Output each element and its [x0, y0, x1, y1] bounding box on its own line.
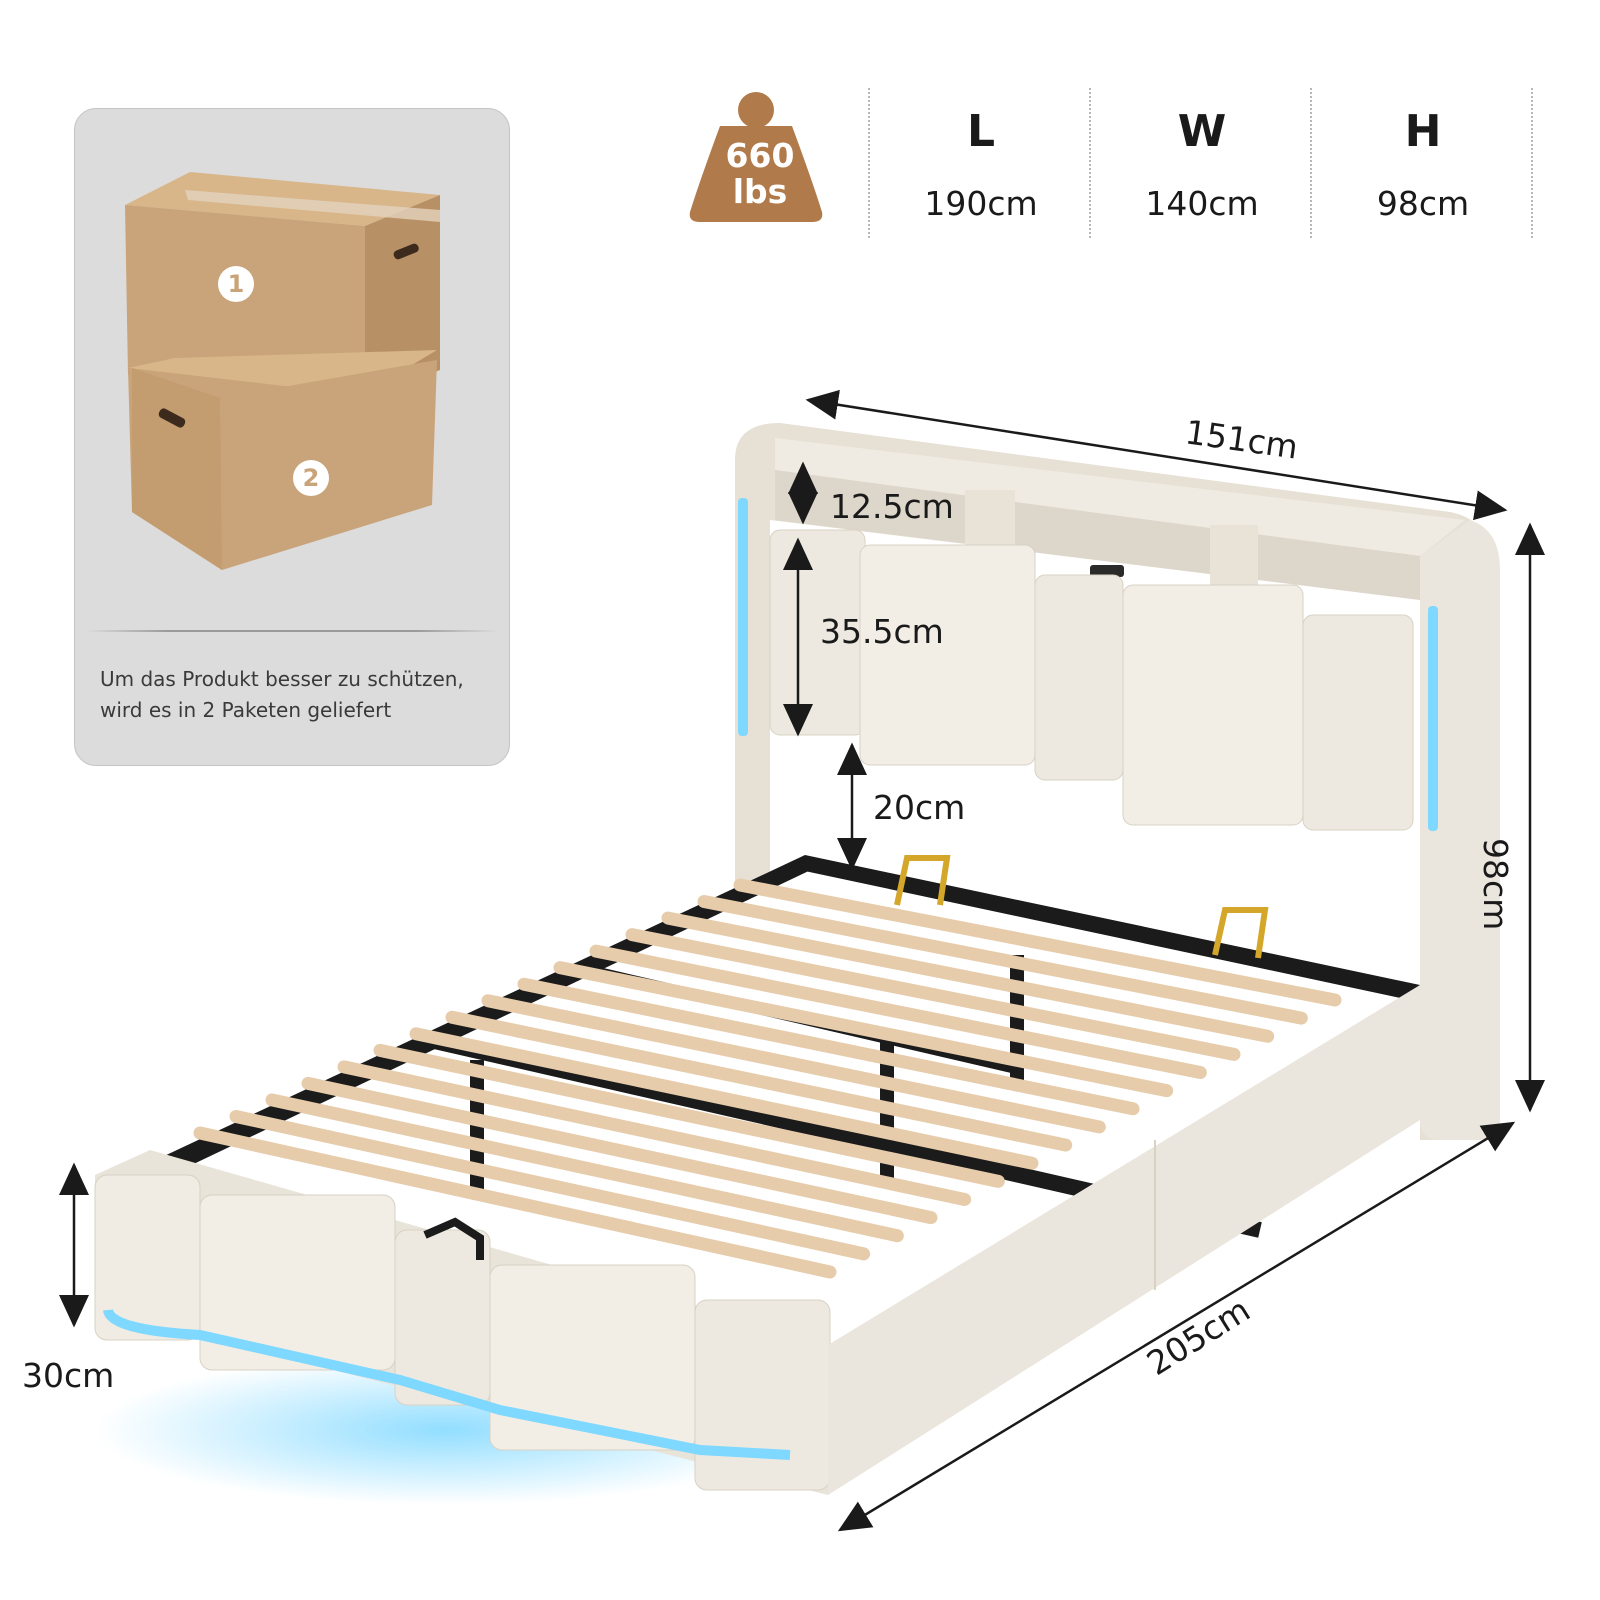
lift-handle-right — [1212, 907, 1269, 959]
led-strip-left — [738, 498, 748, 736]
wooden-slat — [481, 994, 1106, 1134]
wooden-slat — [193, 1126, 837, 1279]
spec-length-value: 190cm — [924, 184, 1038, 223]
wooden-slats — [193, 878, 1342, 1279]
package-box-2 — [128, 350, 437, 570]
wooden-slat — [517, 977, 1140, 1116]
spec-height-value: 98cm — [1376, 184, 1470, 223]
spec-height-letter: H — [1404, 106, 1442, 157]
wooden-slat — [697, 895, 1308, 1025]
spec-separator — [1089, 88, 1091, 238]
weight-unit: lbs — [732, 172, 788, 211]
wooden-slat — [229, 1109, 871, 1261]
led-strip-right — [1428, 606, 1438, 831]
package-note-line-2: wird es in 2 Paketen geliefert — [100, 698, 392, 722]
dim-total-height: 98cm — [1476, 838, 1515, 931]
package-badge-2-label: 2 — [302, 464, 320, 492]
weight-icon — [689, 92, 823, 222]
spec-separator — [868, 88, 870, 238]
weight-value: 660 — [725, 136, 795, 175]
spec-separator — [1310, 88, 1312, 238]
package-note: Um das Produkt besser zu schützen, wird … — [100, 664, 500, 726]
package-badge-1-label: 1 — [227, 270, 245, 298]
spec-width-value: 140cm — [1145, 184, 1259, 223]
wooden-slat — [733, 878, 1342, 1007]
spec-width-letter: W — [1177, 106, 1227, 157]
dim-shelf-height: 12.5cm — [830, 487, 954, 526]
package-card-divider — [86, 630, 498, 632]
weight-label: 660 lbs — [694, 138, 826, 210]
wooden-slat — [301, 1076, 938, 1225]
wooden-slat — [589, 944, 1207, 1080]
package-box-1 — [125, 172, 440, 400]
wooden-slat — [625, 928, 1241, 1061]
package-badge-2 — [293, 460, 329, 496]
dimension-arrows — [59, 389, 1545, 1532]
wooden-slat — [553, 961, 1174, 1098]
spec-length-letter: L — [966, 106, 996, 157]
dim-side-height: 30cm — [22, 1356, 115, 1395]
dim-clearance: 20cm — [873, 788, 966, 827]
lift-handle-left — [894, 855, 951, 906]
wooden-slat — [265, 1093, 904, 1243]
usb-port-icon — [1090, 565, 1124, 577]
spec-separator — [1531, 88, 1533, 238]
dim-cushion-height: 35.5cm — [820, 612, 944, 651]
wooden-slat — [661, 911, 1275, 1043]
package-note-line-1: Um das Produkt besser zu schützen, — [100, 667, 464, 691]
package-badge-1 — [218, 266, 254, 302]
bed-base-front — [94, 1150, 832, 1495]
led-strip-base — [103, 1308, 791, 1460]
